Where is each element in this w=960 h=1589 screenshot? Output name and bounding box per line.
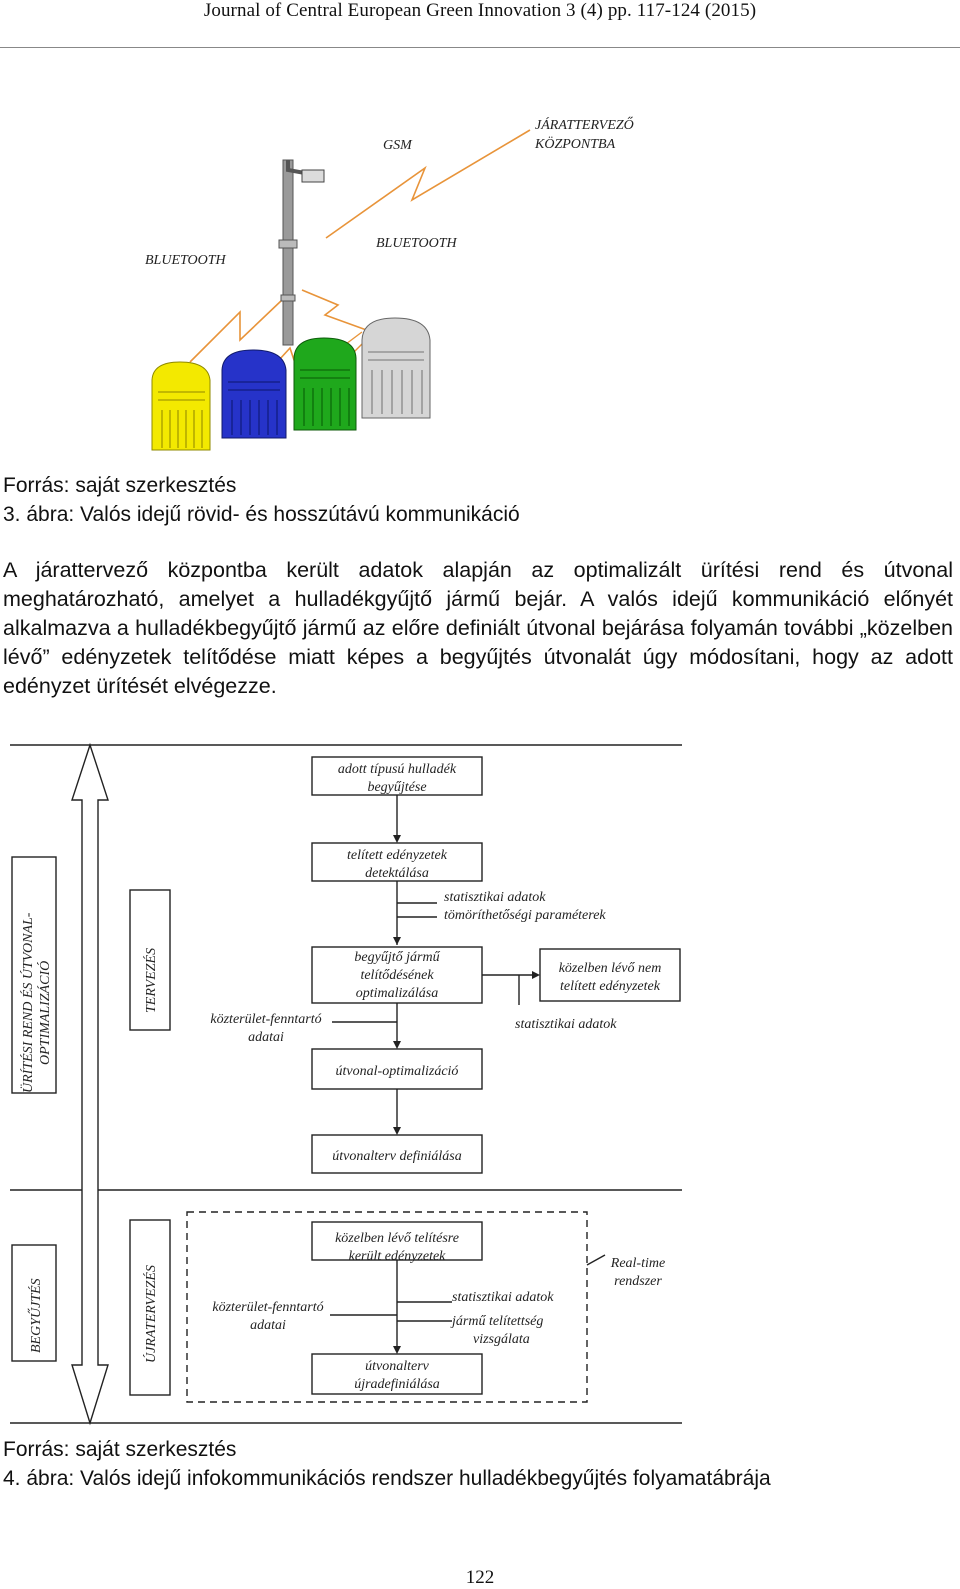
side-label-planning: TERVEZÉS <box>142 948 159 1013</box>
antenna-pole-icon <box>278 159 325 346</box>
box-nearby-line1: közelben lévő nem <box>559 961 662 976</box>
figure-3-source: Forrás: saját szerkesztés <box>3 474 237 497</box>
figure-3-caption: 3. ábra: Valós idejű rövid- és hosszútáv… <box>3 503 520 526</box>
waste-bin-green-icon <box>293 337 357 431</box>
waste-bin-blue-icon <box>221 349 287 439</box>
annotation-stats3: statisztikai adatok <box>452 1290 554 1305</box>
center-label-line1: JÁRATTERVEZŐ <box>535 116 634 133</box>
annotation-stats1-line1: statisztikai adatok <box>444 890 546 905</box>
side-label-collection: BEGYŰJTÉS <box>27 1278 44 1353</box>
annotation-operator2-line1: közterület-fenntartó <box>212 1300 323 1315</box>
box-nearby-line2: telített edényzetek <box>560 979 661 994</box>
header-rule <box>0 47 960 48</box>
annotation-operator1-line2: adatai <box>248 1030 284 1045</box>
box-collection-line2: begyűjtése <box>367 780 426 795</box>
box-route-def: útvonalterv definiálása <box>332 1149 461 1164</box>
box-detect-line1: telített edényzetek <box>347 848 448 863</box>
body-paragraph: A járattervező központba került adatok a… <box>3 556 953 701</box>
box-redefine-line2: újradefiniálása <box>354 1377 440 1392</box>
annotation-realtime-line2: rendszer <box>614 1274 662 1289</box>
waste-bin-grey-icon <box>361 317 431 419</box>
annotation-operator1-line1: közterület-fenntartó <box>210 1012 321 1027</box>
svg-text:ÜRÍTÉSI REND ÉS ÚTVONAL-: ÜRÍTÉSI REND ÉS ÚTVONAL- <box>19 912 36 1093</box>
annotation-operator2-line2: adatai <box>250 1318 286 1333</box>
gsm-label: GSM <box>383 138 413 153</box>
box-sat-nearby-line1: közelben lévő telítésre <box>335 1231 459 1246</box>
bluetooth-left-label: BLUETOOTH <box>145 253 227 268</box>
annotation-stats2: statisztikai adatok <box>515 1017 617 1032</box>
annotation-realtime-line1: Real-time <box>610 1256 665 1271</box>
annotation-vehicle-line2: vizsgálata <box>473 1332 530 1347</box>
figure-4-flowchart: ÜRÍTÉSI REND ÉS ÚTVONAL- OPTIMALIZÁCIÓ T… <box>10 742 682 1426</box>
box-redefine-line1: útvonalterv <box>365 1359 430 1374</box>
box-collection-line1: adott típusú hulladék <box>338 762 457 777</box>
box-detect-line2: detektálása <box>365 866 429 881</box>
box-sat-nearby-line2: került edényzetek <box>349 1249 447 1264</box>
svg-text:OPTIMALIZÁCIÓ: OPTIMALIZÁCIÓ <box>36 961 53 1065</box>
figure-4-caption: 4. ábra: Valós idejű infokommunikációs r… <box>3 1467 771 1490</box>
box-optimize-line2: telítődésének <box>360 968 434 983</box>
side-label-optimization: ÜRÍTÉSI REND ÉS ÚTVONAL- OPTIMALIZÁCIÓ <box>19 912 53 1093</box>
figure-4-source: Forrás: saját szerkesztés <box>3 1438 237 1461</box>
waste-bin-yellow-icon <box>151 361 211 451</box>
annotation-vehicle-line1: jármű telítettség <box>450 1314 543 1329</box>
side-label-replanning: ÚJRATERVEZÉS <box>142 1265 159 1363</box>
bluetooth-right-label: BLUETOOTH <box>376 236 458 251</box>
box-route-opt: útvonal-optimalizáció <box>336 1064 459 1079</box>
figure-3-communication-diagram: GSM JÁRATTERVEZŐ KÖZPONTBA BLUETOOTH BLU… <box>145 116 634 451</box>
page-number: 122 <box>465 1567 495 1588</box>
center-label-line2: KÖZPONTBA <box>534 135 616 152</box>
annotation-stats1-line2: tömöríthetőségi paraméterek <box>444 908 606 923</box>
body-paragraph-text: A járattervező központba került adatok a… <box>3 558 953 698</box>
box-optimize-line1: begyűjtő jármű <box>354 950 440 965</box>
journal-header: Journal of Central European Green Innova… <box>203 0 757 21</box>
box-optimize-line3: optimalizálása <box>356 986 438 1001</box>
gsm-signal-line <box>325 129 531 239</box>
